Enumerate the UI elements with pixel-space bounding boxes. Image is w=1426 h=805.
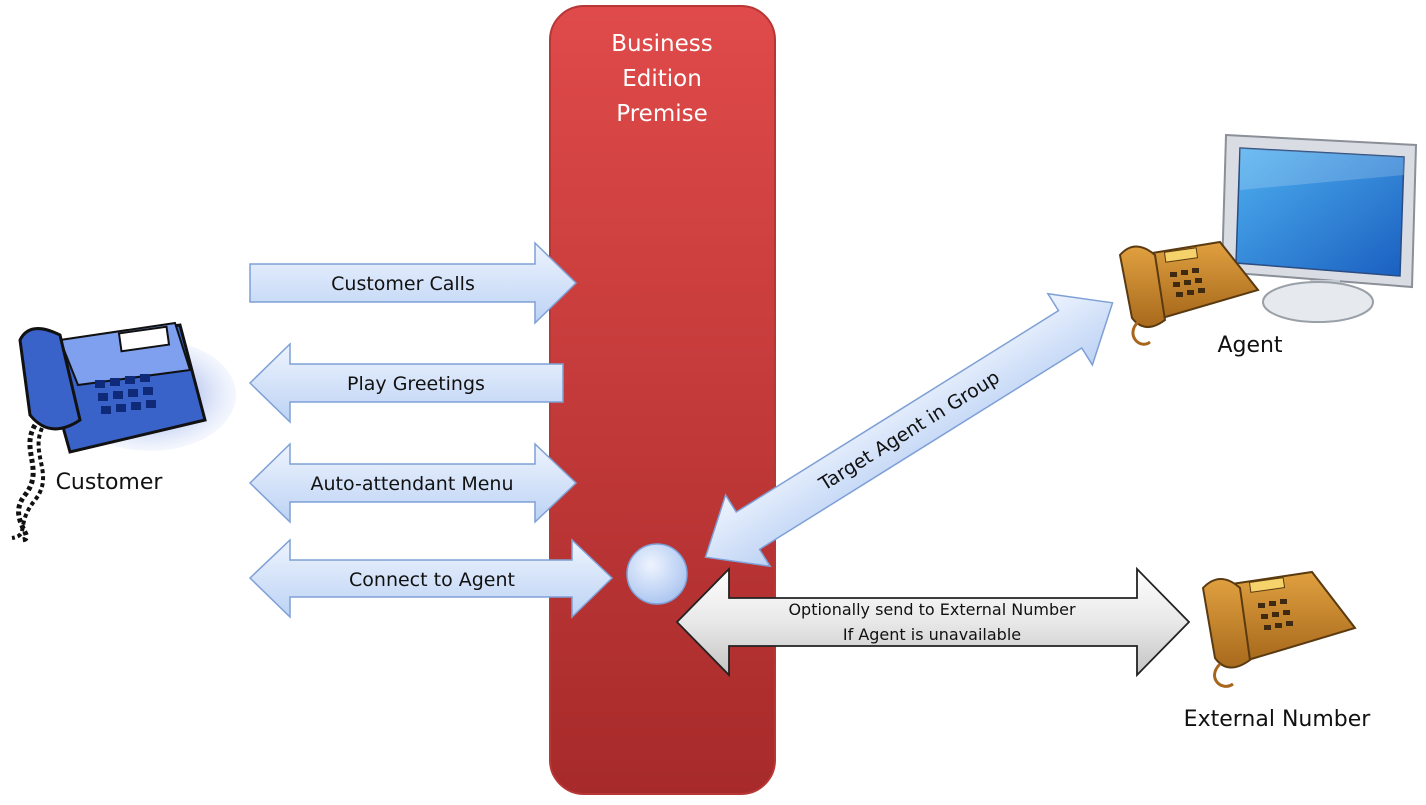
play-greetings-label: Play Greetings [347,373,485,395]
external-arrow-label-line-1: Optionally send to External Number [788,600,1076,619]
connect-to-agent-label: Connect to Agent [349,569,515,591]
external-arrow-label-line-2: If Agent is unavailable [843,625,1021,644]
external-phone-icon [1201,570,1357,688]
customer-label: Customer [56,470,164,495]
play-greetings-arrow: Play Greetings [248,342,564,424]
external-number-label: External Number [1184,707,1372,732]
agent-label: Agent [1217,333,1282,358]
agent-phone-icon [1118,240,1260,346]
monitor-icon [1220,133,1418,323]
customer-calls-arrow: Customer Calls [249,241,578,325]
premise-title-line-1: Business [611,31,712,57]
auto-attendant-arrow: Auto-attendant Menu [248,442,578,524]
customer-calls-label: Customer Calls [331,273,475,295]
premise-pillar: Business Edition Premise [549,5,776,795]
premise-title-line-3: Premise [616,101,708,127]
external-number-arrow: Optionally send to External Number If Ag… [675,566,1191,678]
auto-attendant-label: Auto-attendant Menu [311,473,514,495]
premise-title-line-2: Edition [622,66,702,92]
connect-to-agent-arrow: Connect to Agent [248,538,614,619]
target-agent-label: Target Agent in Group [815,366,1004,496]
desk-phone-icon [11,321,236,543]
routing-node-circle [626,543,688,605]
